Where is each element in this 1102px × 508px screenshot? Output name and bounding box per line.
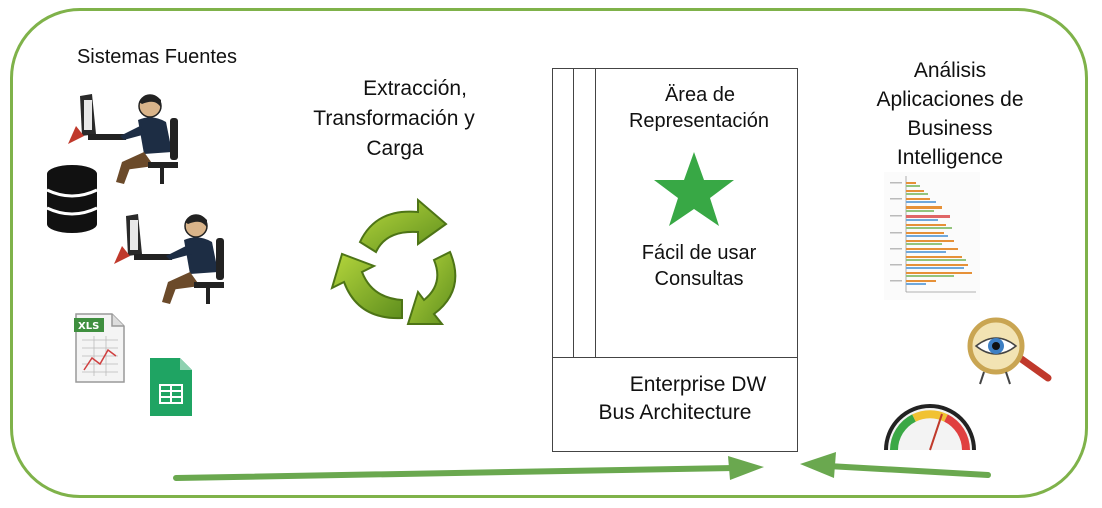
easy-label-line2: Consultas — [654, 268, 744, 290]
recycle-arrows-icon — [330, 197, 457, 325]
sources-title: Sistemas Fuentes — [76, 46, 238, 68]
analysis-label-line2: Aplicaciones de — [876, 88, 1024, 111]
analysis-label-line1: Análisis — [913, 59, 987, 82]
area-label-line1: Ärea de — [664, 84, 736, 106]
magnifier-eye-icon — [967, 317, 1052, 385]
bar-chart-icon — [884, 172, 980, 300]
diagram-frame — [10, 8, 1088, 498]
etl-label-line1: Extracción, — [363, 77, 467, 100]
xls-spreadsheet-icon: XLS — [74, 313, 125, 383]
etl-label-line3: Carga — [366, 137, 424, 160]
etl-label-line2: Transformación y — [313, 107, 475, 130]
star-icon — [654, 152, 734, 226]
flow-arrow-right — [173, 456, 764, 481]
bus-label-line2: Bus Architecture — [598, 401, 752, 424]
analysis-label-line3: Business — [907, 117, 993, 140]
area-label-line2: Representación — [628, 110, 770, 132]
dw-divider-line — [573, 69, 574, 357]
gauge-icon — [884, 404, 976, 451]
computer-user-icon — [68, 94, 178, 184]
dw-bus-divider — [553, 357, 797, 358]
computer-user-icon — [114, 214, 224, 304]
data-warehouse-box — [552, 68, 798, 452]
analysis-label-line4: Intelligence — [896, 146, 1004, 169]
database-icon — [46, 165, 98, 233]
svg-text:XLS: XLS — [78, 321, 99, 332]
easy-label-line1: Fácil de usar — [641, 242, 757, 264]
dw-divider-line — [595, 69, 596, 357]
google-sheets-icon — [150, 358, 192, 416]
bus-label-line1: Enterprise DW — [629, 373, 767, 396]
flow-arrow-left — [800, 452, 991, 478]
